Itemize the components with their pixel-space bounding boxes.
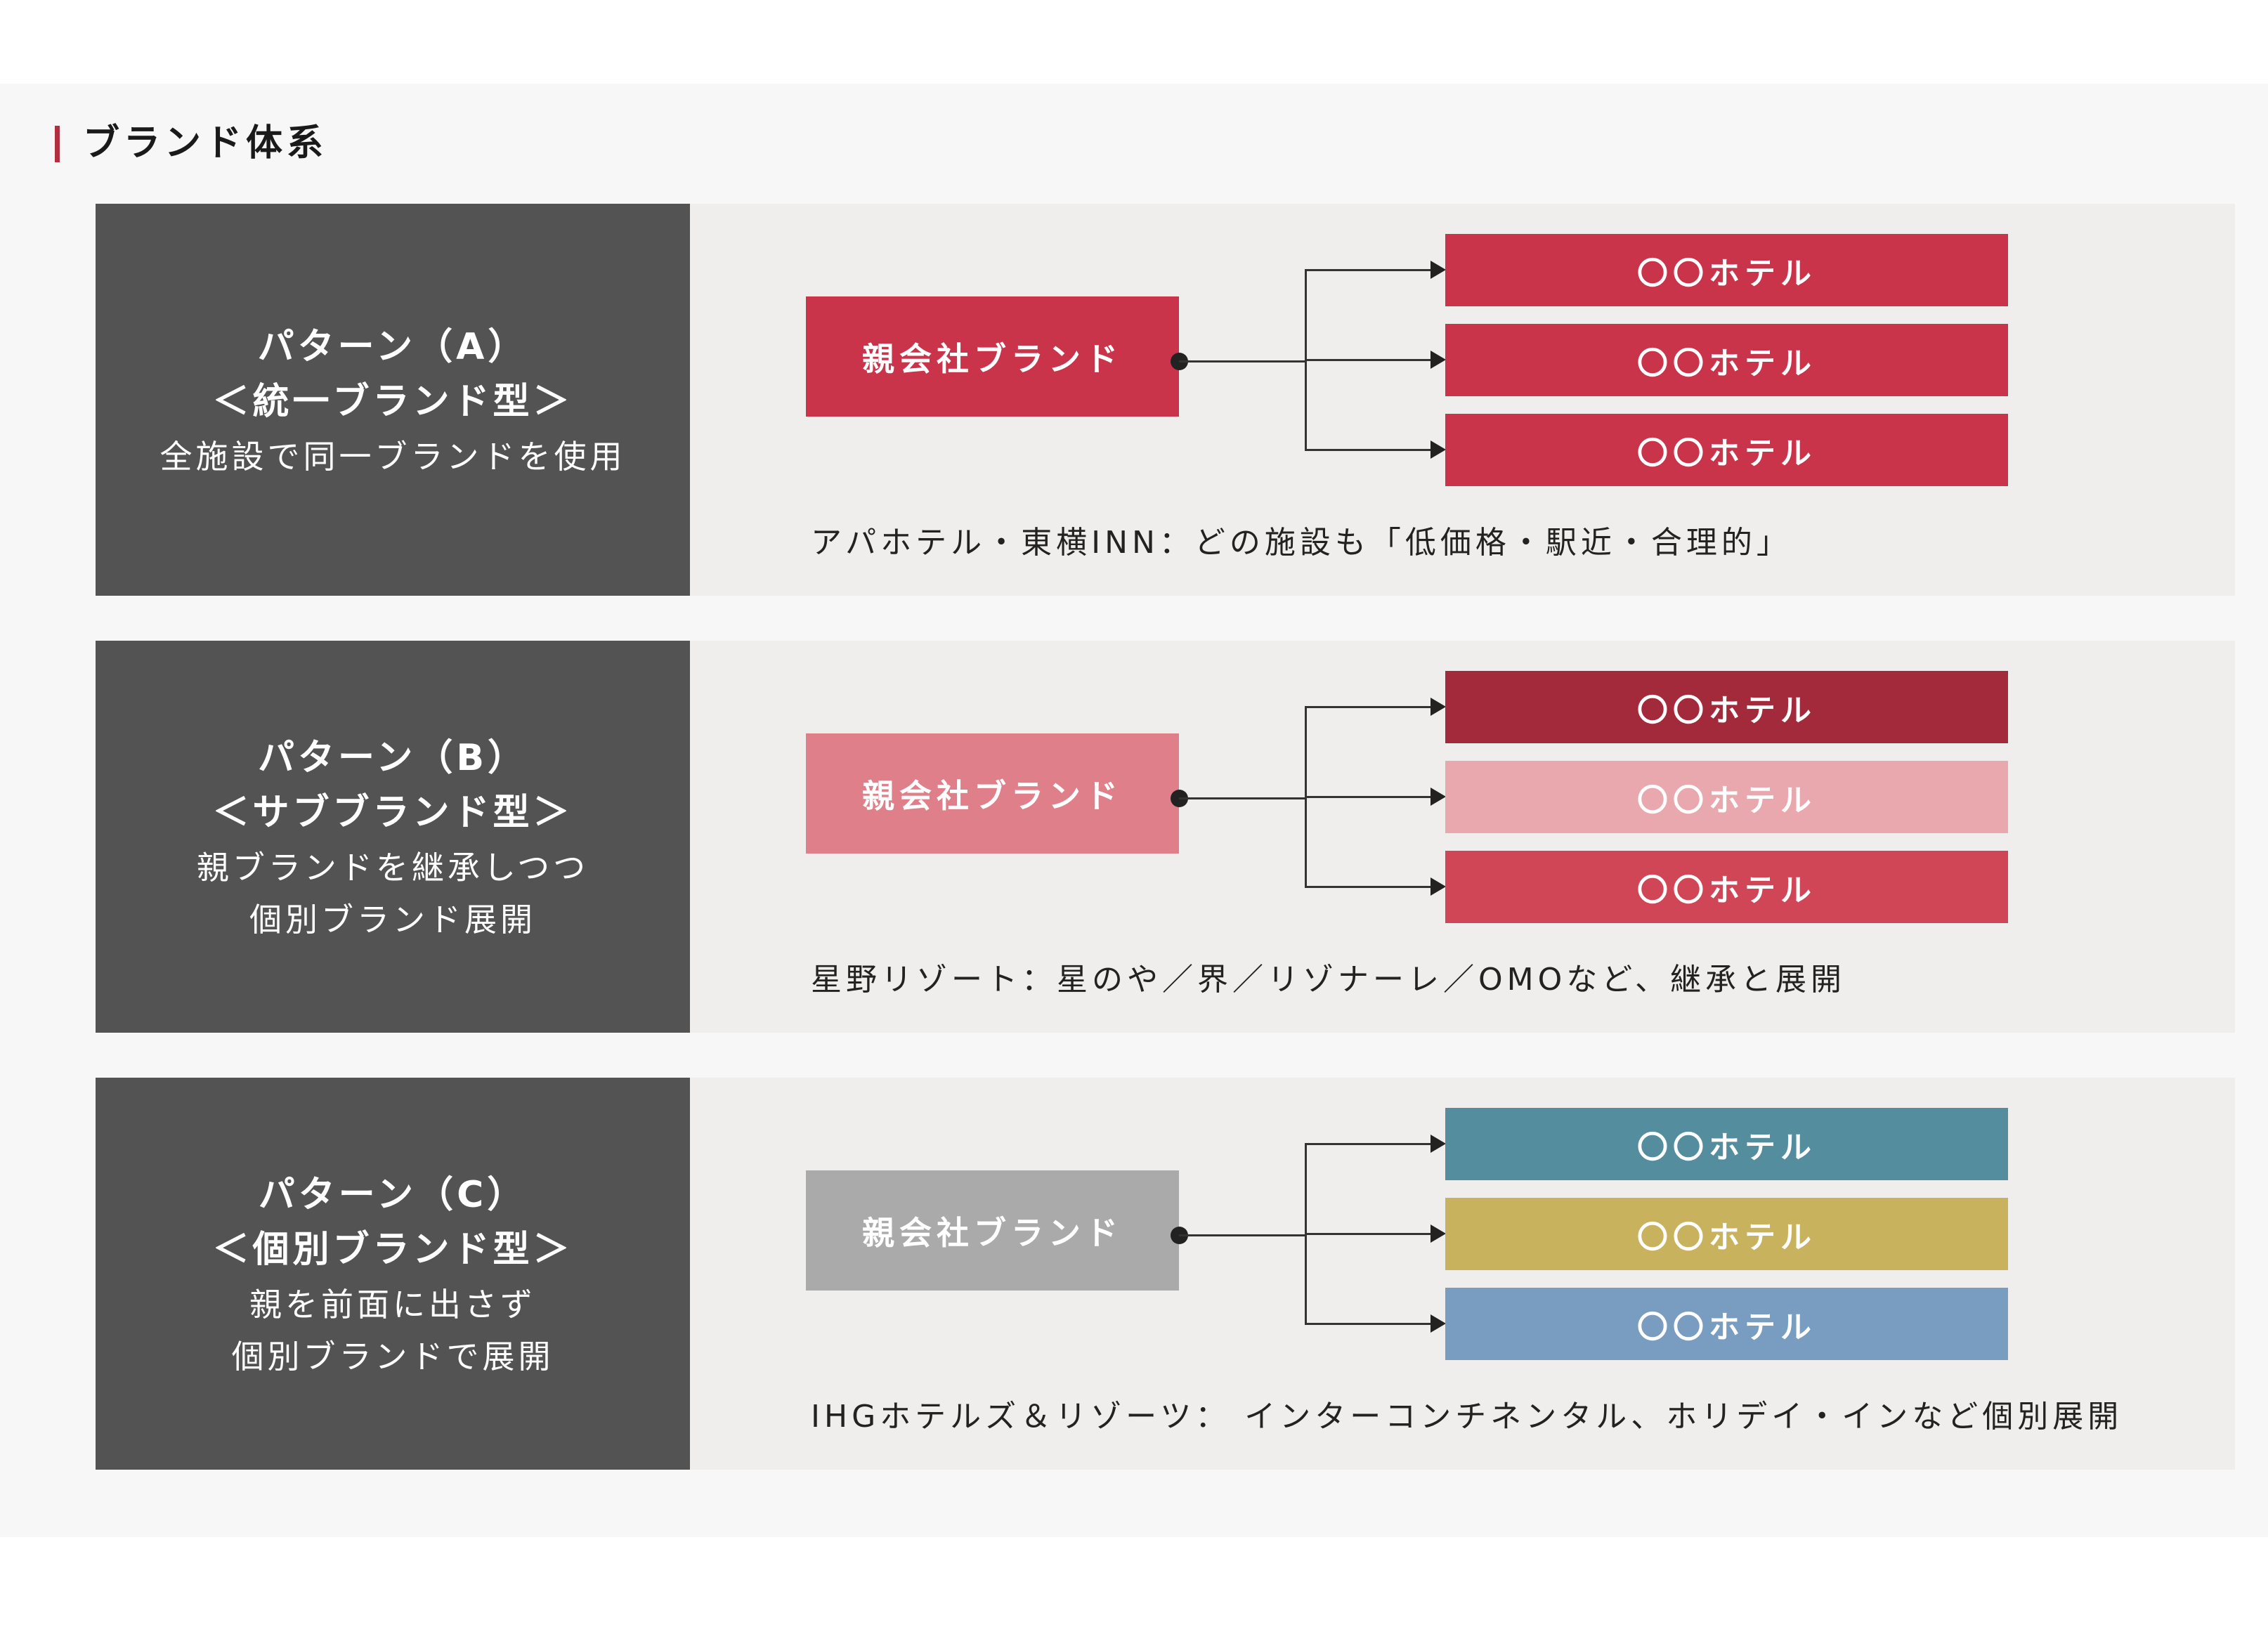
pattern-a-panel: パターン（A）＜統一ブランド型＞全施設で同一ブランドを使用親会社ブランド〇〇ホテ… xyxy=(96,204,2235,596)
example-caption: 星野リゾート：星のや／界／リゾナーレ／OMOなど、継承と展開 xyxy=(811,962,1846,998)
hotel-brand-box: 〇〇ホテル xyxy=(1445,1108,2008,1180)
arrow-head-icon xyxy=(1430,698,1446,716)
hotel-brand-box: 〇〇ホテル xyxy=(1445,324,2008,396)
hotel-brand-box: 〇〇ホテル xyxy=(1445,851,2008,923)
pattern-type: ＜サブブランド型＞ xyxy=(212,792,573,834)
connector-line xyxy=(1179,797,1305,799)
parent-brand-box: 親会社ブランド xyxy=(806,296,1179,417)
arrow-head-icon xyxy=(1430,788,1446,806)
connector-line xyxy=(1179,1234,1305,1236)
pattern-type: ＜個別ブランド型＞ xyxy=(212,1229,573,1271)
pattern-summary: 親を前面に出さず xyxy=(249,1286,536,1324)
arrow-line xyxy=(1305,706,1433,708)
pattern-type: ＜統一ブランド型＞ xyxy=(212,381,573,423)
parent-brand-box: 親会社ブランド xyxy=(806,1170,1179,1291)
arrow-line xyxy=(1305,269,1433,271)
pattern-c-description: パターン（C） ＜個別ブランド型＞ 親を前面に出さず個別ブランドで展開 xyxy=(96,1078,690,1470)
pattern-a-description: パターン（A） ＜統一ブランド型＞ 全施設で同一ブランドを使用 xyxy=(96,204,690,596)
connector-line xyxy=(1179,360,1305,362)
title-accent-bar xyxy=(55,126,60,162)
arrow-head-icon xyxy=(1430,1224,1446,1243)
parent-brand-box: 親会社ブランド xyxy=(806,733,1179,854)
pattern-c-panel: パターン（C） ＜個別ブランド型＞ 親を前面に出さず個別ブランドで展開 親会社ブランド… xyxy=(96,1078,2235,1470)
pattern-summary: 個別ブランド展開 xyxy=(249,901,536,939)
arrow-head-icon xyxy=(1430,877,1446,896)
arrow-head-icon xyxy=(1430,440,1446,459)
example-caption: IHGホテルズ＆リゾーツ： インターコンチネンタル、ホリデイ・インなど個別展開 xyxy=(811,1399,2123,1435)
hotel-brand-box: 〇〇ホテル xyxy=(1445,761,2008,833)
pattern-summary: 個別ブランドで展開 xyxy=(231,1338,554,1376)
arrow-line xyxy=(1305,796,1433,798)
arrow-head-icon xyxy=(1430,261,1446,279)
arrow-head-icon xyxy=(1430,1135,1446,1153)
pattern-b-description: パターン（B） ＜サブブランド型＞ 親ブランドを継承しつつ個別ブランド展開 xyxy=(96,641,690,1033)
arrow-line xyxy=(1305,449,1433,451)
hotel-brand-box: 〇〇ホテル xyxy=(1445,671,2008,743)
arrow-line xyxy=(1305,1323,1433,1325)
pattern-heading: パターン（C） xyxy=(258,1174,528,1216)
arrow-head-icon xyxy=(1430,351,1446,369)
page-title: ブランド体系 xyxy=(83,122,328,164)
hotel-brand-box: 〇〇ホテル xyxy=(1445,1198,2008,1270)
pattern-summary: 親ブランドを継承しつつ xyxy=(196,849,589,887)
arrow-line xyxy=(1305,886,1433,888)
example-caption: アパホテル・東横INN：どの施設も「低価格・駅近・合理的」 xyxy=(811,525,1792,561)
hotel-brand-box: 〇〇ホテル xyxy=(1445,1288,2008,1360)
arrow-line xyxy=(1305,359,1433,361)
pattern-b-panel: パターン（B） ＜サブブランド型＞ 親ブランドを継承しつつ個別ブランド展開 親会社ブラ… xyxy=(96,641,2235,1033)
hotel-brand-box: 〇〇ホテル xyxy=(1445,234,2008,306)
hotel-brand-box: 〇〇ホテル xyxy=(1445,414,2008,486)
pattern-summary: 全施設で同一ブランドを使用 xyxy=(159,438,626,476)
arrow-line xyxy=(1305,1143,1433,1145)
pattern-heading: パターン（A） xyxy=(257,326,528,368)
pattern-heading: パターン（B） xyxy=(257,737,528,779)
arrow-head-icon xyxy=(1430,1314,1446,1333)
arrow-line xyxy=(1305,1233,1433,1235)
